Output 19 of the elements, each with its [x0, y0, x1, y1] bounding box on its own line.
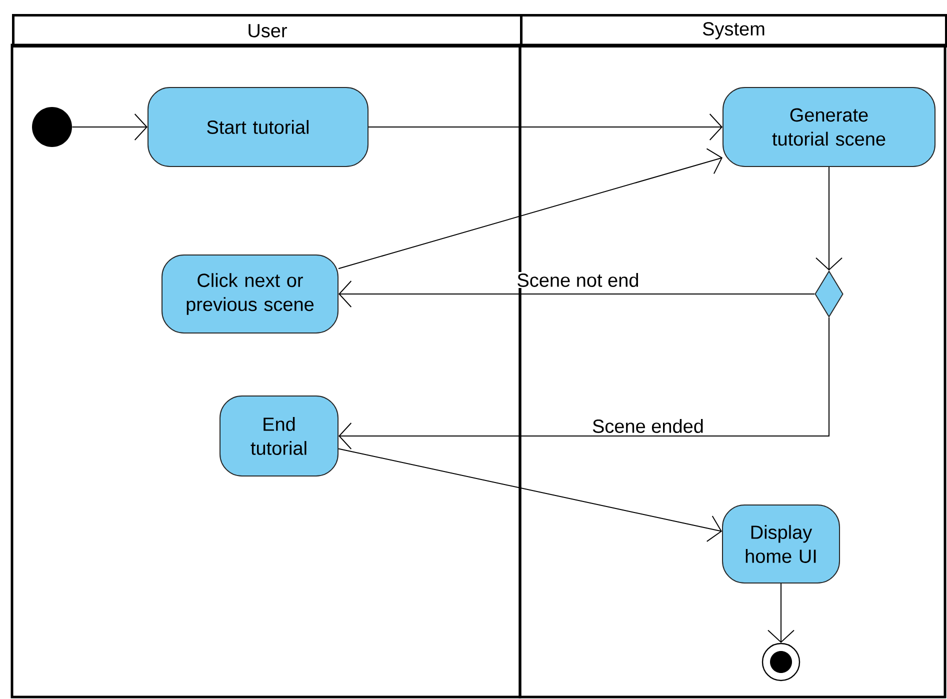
action-box: Display home UI: [722, 504, 840, 584]
arrow: [338, 280, 815, 308]
arrow: [72, 114, 148, 140]
initial-node: [32, 107, 72, 147]
node-label: System: [702, 22, 764, 40]
edge-label: Scene not end: [516, 272, 640, 288]
action-box: End tutorial: [220, 396, 338, 476]
edge-label: Scene ended: [591, 418, 705, 434]
arrow: [368, 114, 723, 140]
action-box: Click next or previous scene: [162, 254, 338, 334]
arrow: [338, 148, 722, 270]
action-box: Generate tutorial scene: [722, 87, 936, 167]
arrow: [338, 317, 830, 450]
arrow: [816, 166, 842, 270]
final-node: [762, 642, 800, 682]
node-label: User: [248, 24, 287, 38]
action-box: Start tutorial: [148, 87, 368, 167]
arrow: [768, 583, 794, 643]
arrow: [338, 448, 722, 542]
